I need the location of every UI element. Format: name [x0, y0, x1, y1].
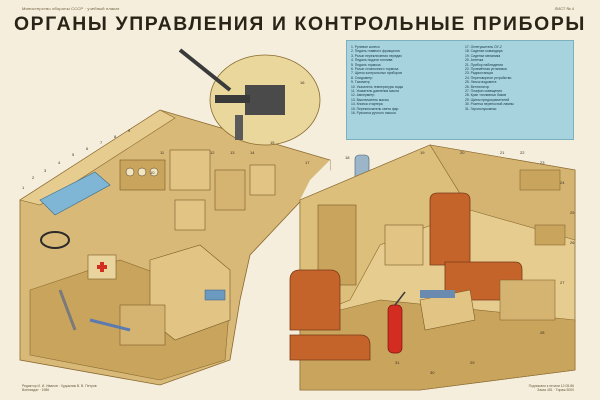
legend-item: 16. Рукоятка ручного насоса	[351, 111, 396, 116]
windshield	[39, 171, 111, 216]
legend-item: 17. Огнетушитель ОУ-2	[465, 45, 502, 49]
header-subtitle: Министерство обороны СССР · учебный плак…	[22, 6, 120, 11]
legend-item: 22. Пулемётная установка	[465, 67, 507, 72]
legend-item: 18. Сиденье командира	[465, 49, 503, 54]
legend-item: 20. Аптечка	[465, 58, 484, 63]
legend-item: 3. Рычаг переключения передач	[351, 53, 402, 58]
legend-item: 24. Переговорное устройство	[465, 75, 512, 80]
callout-number: 9	[128, 128, 131, 133]
callout-number: 4	[58, 160, 61, 165]
callout-number: 20	[460, 150, 465, 155]
callout-number: 30	[430, 370, 435, 375]
callout-number: 13	[230, 150, 235, 155]
legend-item: 11. Указатель давления масла	[351, 89, 399, 94]
callout-number: 2	[32, 175, 35, 180]
legend-item: 5. Педаль тормоза	[351, 62, 381, 67]
legend-item: 14. Кнопка стартера	[351, 102, 383, 107]
legend-item: 1. Рулевое колесо	[351, 45, 380, 49]
poster-title: ОРГАНЫ УПРАВЛЕНИЯ И КОНТРОЛЬНЫЕ ПРИБОРЫ	[13, 14, 587, 35]
callout-number: 27	[560, 280, 565, 285]
legend-item: 19. Сиденье механика	[465, 53, 501, 58]
fire-extinguisher	[387, 304, 403, 354]
callout-number: 18	[345, 155, 350, 160]
legend-item: 26. Вентилятор	[465, 84, 490, 89]
legend-item: 8. Спидометр	[351, 75, 373, 80]
footer-left-line: Воениздат · 1986	[22, 388, 50, 392]
sheet-code: ЛИСТ № 4	[554, 6, 574, 11]
legend-item: 23. Радиостанция	[465, 71, 494, 76]
legend-item: 25. Лючок водомета	[465, 80, 497, 85]
callout-number: 23	[540, 160, 545, 165]
footer-right-line: Заказ 451 · Тираж 5000	[537, 388, 574, 392]
callout-number: 12	[210, 150, 215, 155]
crew-compartment	[289, 144, 576, 391]
callout-number: 10	[150, 170, 155, 175]
legend-item: 31. Гирополукомпас	[465, 106, 497, 111]
commander-seat-back	[289, 269, 341, 331]
footer-right: Подписано к печати 12.05.86 Заказ 451 · …	[529, 384, 574, 392]
footer-left-line: Редактор И. И. Иванов · Художник В. В. П…	[22, 384, 97, 388]
legend-item: 12. Амперметр	[351, 93, 375, 98]
callout-number: 21	[500, 150, 505, 155]
callout-number: 31	[395, 360, 400, 365]
temperature-gauge	[149, 167, 159, 177]
callout-number: 15	[270, 140, 275, 145]
commander-seat-cushion	[289, 334, 371, 361]
callout-number: 26	[570, 240, 575, 245]
callout-number: 29	[470, 360, 475, 365]
legend-item: 28. Кран топливных баков	[465, 93, 507, 98]
callout-number: 22	[520, 150, 525, 155]
callout-number: 24	[560, 180, 565, 185]
callout-number: 19	[420, 150, 425, 155]
legend-item: 2. Педаль главного фрикциона	[351, 49, 400, 54]
tachometer-gauge	[137, 167, 147, 177]
callout-number: 7	[100, 140, 103, 145]
legend-item: 15. Переключатель света фар	[351, 106, 399, 111]
callout-number: 25	[570, 210, 575, 215]
callout-number: 14	[250, 150, 255, 155]
legend-item: 29. Щиток предохранителей	[465, 97, 510, 102]
callout-number: 17	[305, 160, 310, 165]
callout-number: 6	[86, 146, 89, 151]
footer-right-line: Подписано к печати 12.05.86	[528, 384, 574, 388]
legend-item: 21. Прибор наблюдения	[465, 62, 503, 67]
callout-number: 5	[72, 152, 75, 157]
speedometer-gauge	[125, 167, 135, 177]
callout-number: 1	[22, 185, 25, 190]
legend-item: 13. Выключатель массы	[351, 97, 389, 102]
steering-wheel	[40, 231, 70, 249]
legend-item: 30. Розетка переносной лампы	[465, 102, 514, 107]
callout-number: 16	[300, 80, 305, 85]
legend-item: 10. Указатель температуры воды	[351, 84, 404, 89]
legend-item: 9. Тахометр	[351, 80, 370, 85]
legend-item: 7. Щиток контрольных приборов	[351, 71, 402, 76]
legend-item: 4. Педаль подачи топлива	[351, 58, 393, 63]
callout-number: 3	[44, 168, 47, 173]
callout-number: 28	[540, 330, 545, 335]
footer-left: Редактор И. И. Иванов · Художник В. В. П…	[22, 384, 97, 392]
callout-number: 8	[114, 134, 117, 139]
callout-number: 11	[160, 150, 165, 155]
front-compartment	[19, 109, 370, 386]
machine-gun-turret	[178, 48, 321, 146]
legend-item: 6. Рычаг стояночного тормоза	[351, 67, 399, 72]
driver-seat-back	[429, 192, 471, 266]
legend-item: 27. Плафон освещения	[465, 89, 502, 94]
